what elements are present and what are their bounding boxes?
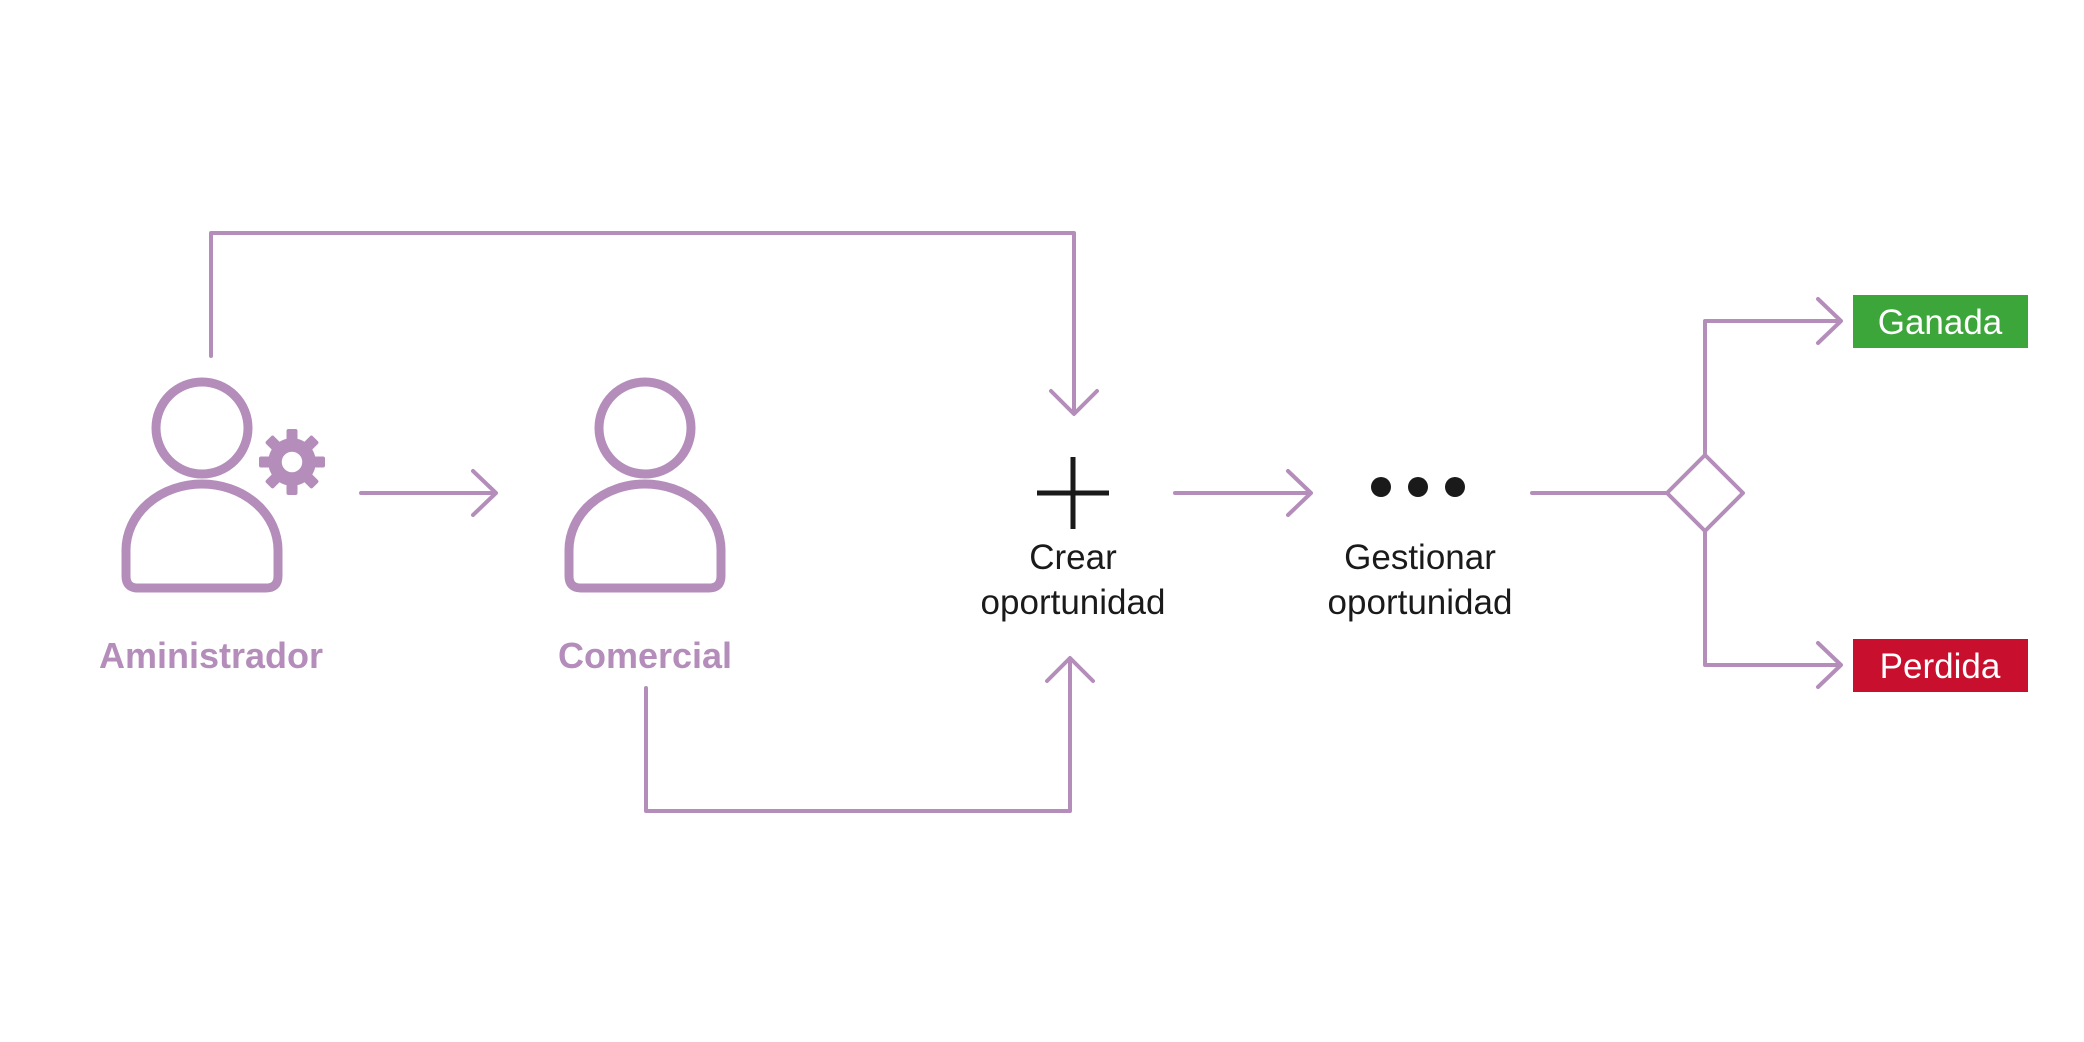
manage-opportunity-label-line1: Gestionar (1344, 538, 1496, 577)
decision-to-won-arrowhead (1816, 297, 1843, 345)
plus-icon (1037, 457, 1109, 529)
admin-label: Aministrador (99, 635, 323, 676)
manage-opportunity-step: Gestionar oportunidad (1328, 477, 1513, 622)
user-icon (564, 377, 726, 593)
admin-to-create-connector (209, 231, 1076, 414)
admin-actor: Aministrador (99, 377, 325, 676)
admin-to-sales-arrowhead (471, 469, 498, 517)
create-opportunity-step: Crear oportunidad (981, 457, 1166, 622)
sales-to-create-connector (644, 658, 1072, 813)
sales-label: Comercial (558, 635, 732, 676)
decision-to-won-connector (1703, 319, 1842, 457)
won-status-label: Ganada (1878, 303, 2003, 342)
sales-to-create-arrowhead (1045, 656, 1095, 683)
lost-status-badge: Perdida (1853, 639, 2028, 692)
won-status-badge: Ganada (1853, 295, 2028, 348)
decision-diamond-icon (1665, 453, 1745, 533)
lost-status-label: Perdida (1880, 647, 2001, 686)
gear-icon (259, 429, 325, 495)
create-opportunity-label-line1: Crear (1029, 538, 1117, 577)
admin-to-create-arrowhead (1049, 389, 1099, 416)
sales-actor: Comercial (558, 377, 732, 676)
decision-to-lost-connector (1703, 529, 1842, 667)
create-to-manage-arrowhead (1286, 469, 1313, 517)
decision-to-lost-arrowhead (1816, 641, 1843, 689)
create-opportunity-label-line2: oportunidad (981, 583, 1166, 622)
user-gear-icon (121, 377, 283, 593)
ellipsis-icon (1371, 477, 1465, 497)
manage-opportunity-label-line2: oportunidad (1328, 583, 1513, 622)
